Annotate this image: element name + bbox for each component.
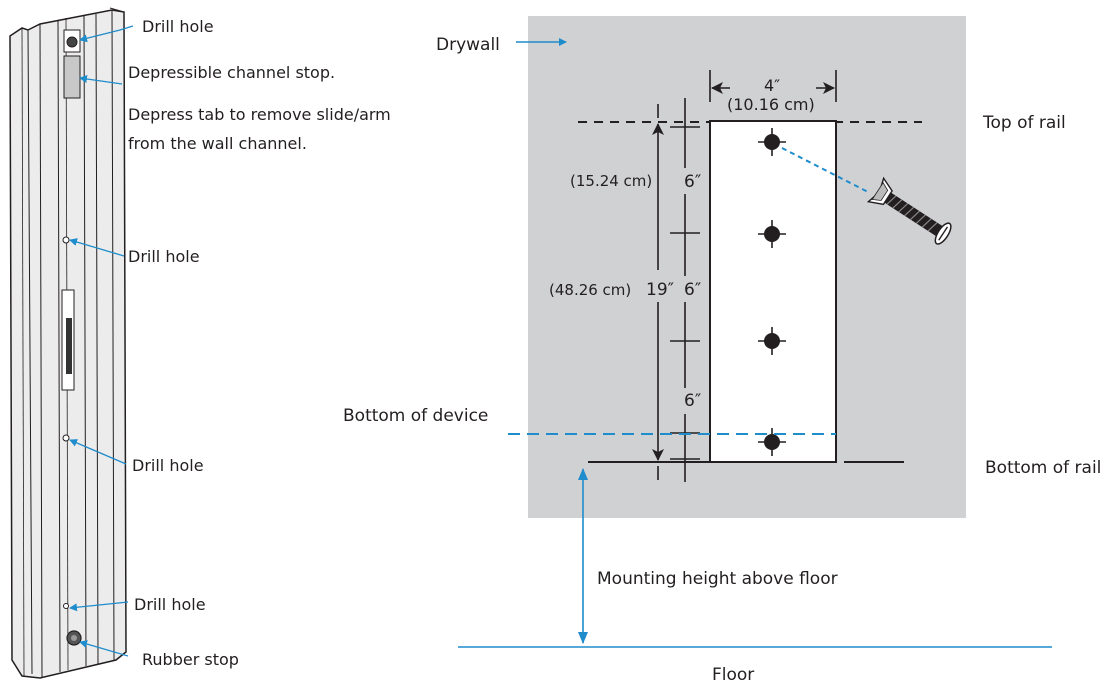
rubber-stop-label: Rubber stop — [142, 650, 239, 669]
drywall-label: Drywall — [436, 35, 500, 55]
spacing-cm-label: (15.24 cm) — [570, 172, 652, 190]
floor-label: Floor — [712, 665, 754, 685]
screw-hole-icon — [758, 128, 786, 456]
screw-guide-line — [781, 147, 869, 193]
drill-hole-top-label: Drill hole — [142, 17, 214, 36]
rail-plate — [709, 120, 837, 463]
drill-hole-4-label: Drill hole — [134, 595, 206, 614]
mounting-height-label: Mounting height above floor — [597, 569, 838, 589]
drill-hole-3-label: Drill hole — [132, 456, 204, 475]
spacing-1-label: 6″ — [684, 172, 701, 192]
bottom-of-device-label: Bottom of device — [343, 406, 488, 426]
spacing-2-label: 6″ — [684, 280, 701, 300]
spacing-3-label: 6″ — [684, 391, 701, 411]
screw-icon — [866, 176, 952, 245]
width-cm: (10.16 cm) — [727, 95, 815, 114]
wall-channel-rail — [9, 7, 127, 679]
drill-hole-2-label: Drill hole — [128, 247, 200, 266]
width-inches: 4″ — [764, 76, 780, 95]
channel-stop-label-line1: Depressible channel stop. — [128, 63, 335, 82]
channel-stop-label-line3: from the wall channel. — [128, 134, 307, 153]
total-inches-label: 19″ — [646, 280, 674, 300]
width-dimension — [709, 70, 837, 102]
total-cm-label: (48.26 cm) — [549, 281, 631, 299]
rail-callout-labels: Drill hole Depressible channel stop. Dep… — [128, 17, 391, 669]
top-of-rail-label: Top of rail — [982, 113, 1066, 133]
rail-leaders — [69, 25, 134, 657]
bottom-of-rail-label: Bottom of rail — [985, 458, 1101, 478]
channel-stop-label-line2: Depress tab to remove slide/arm — [128, 105, 391, 124]
